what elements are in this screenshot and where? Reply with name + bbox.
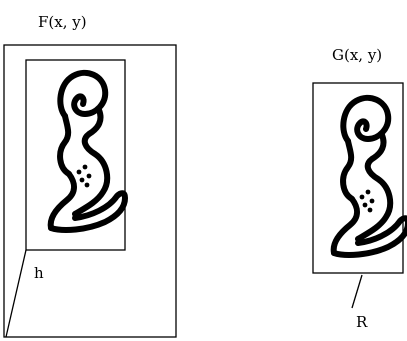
g-function-label: G(x, y) xyxy=(332,46,382,64)
r-pointer-line xyxy=(351,274,363,309)
left-panel: F(x, y) h xyxy=(3,13,177,338)
f-function-label: F(x, y) xyxy=(38,13,87,31)
glyph-figure-left xyxy=(51,73,125,230)
glyph-figure-right xyxy=(334,98,407,255)
outer-image-frame xyxy=(3,44,177,338)
template-frame xyxy=(312,82,404,274)
h-pointer-label: h xyxy=(34,264,44,282)
right-panel: G(x, y) R xyxy=(312,46,407,331)
r-pointer-label: R xyxy=(356,313,368,331)
inner-window-frame xyxy=(25,59,126,251)
h-pointer-line xyxy=(5,249,27,338)
